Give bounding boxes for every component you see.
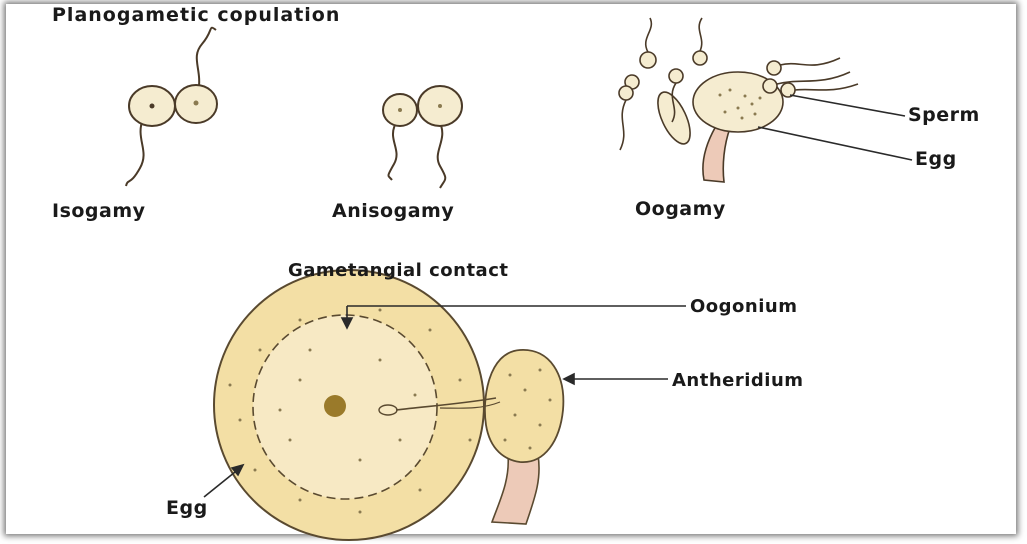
gametangial-figure <box>214 270 563 540</box>
oogamy-label: Oogamy <box>635 198 726 220</box>
isogamy-label: Isogamy <box>52 200 146 222</box>
egg-label-bottom: Egg <box>166 497 208 519</box>
isogamy-nucleus-left <box>150 104 155 109</box>
sperm-label: Sperm <box>908 104 980 126</box>
anisogamy-flagellum-left <box>389 125 397 180</box>
anisogamy-flagellum-right <box>438 123 446 188</box>
fertilization-tube-tip <box>379 405 397 415</box>
egg-nucleus <box>324 395 346 417</box>
oogamy-flagellum-1 <box>646 18 652 52</box>
oogamy-flagellum-6 <box>795 84 858 90</box>
isogamy-nucleus-right <box>194 101 199 106</box>
oogamy-flagellum-3 <box>699 18 702 51</box>
anisogamy-nucleus-small <box>398 108 402 112</box>
oogamy-sperm-3 <box>619 86 633 100</box>
oogamy-sperm-4 <box>669 69 683 83</box>
isogamy-flagellum-left <box>126 118 144 186</box>
oogamy-flagellum-2 <box>620 100 626 150</box>
oogamy-flagellum-5 <box>777 72 850 84</box>
anisogamy-figure <box>383 86 462 188</box>
antheridium-stalk <box>492 455 539 524</box>
antheridium-arrowhead <box>564 374 574 384</box>
antheridium-label: Antheridium <box>672 370 804 391</box>
egg-bottom-pointer <box>204 468 240 497</box>
egg-label-top: Egg <box>915 148 957 170</box>
planogametic-title: Planogametic copulation <box>52 4 340 26</box>
antheridium-body <box>485 350 563 462</box>
oogamy-sperm-6 <box>767 61 781 75</box>
oogamy-flagellum-4 <box>780 58 840 65</box>
oogamy-sperm-5 <box>693 51 707 65</box>
oogamy-sperm-7 <box>763 79 777 93</box>
sperm-pointer-line <box>790 95 905 116</box>
oogamy-sperm-1 <box>640 52 656 68</box>
anisogamy-label: Anisogamy <box>332 200 454 222</box>
egg-top-pointer-line <box>758 127 912 160</box>
isogamy-figure <box>126 28 217 186</box>
isogamy-flagellum-right <box>197 28 216 92</box>
oogamy-stalk <box>703 126 730 182</box>
oogamy-figure <box>619 18 858 182</box>
anisogamy-nucleus-large <box>438 104 442 108</box>
oogonium-label: Oogonium <box>690 296 797 317</box>
gametangial-title: Gametangial contact <box>288 260 508 281</box>
